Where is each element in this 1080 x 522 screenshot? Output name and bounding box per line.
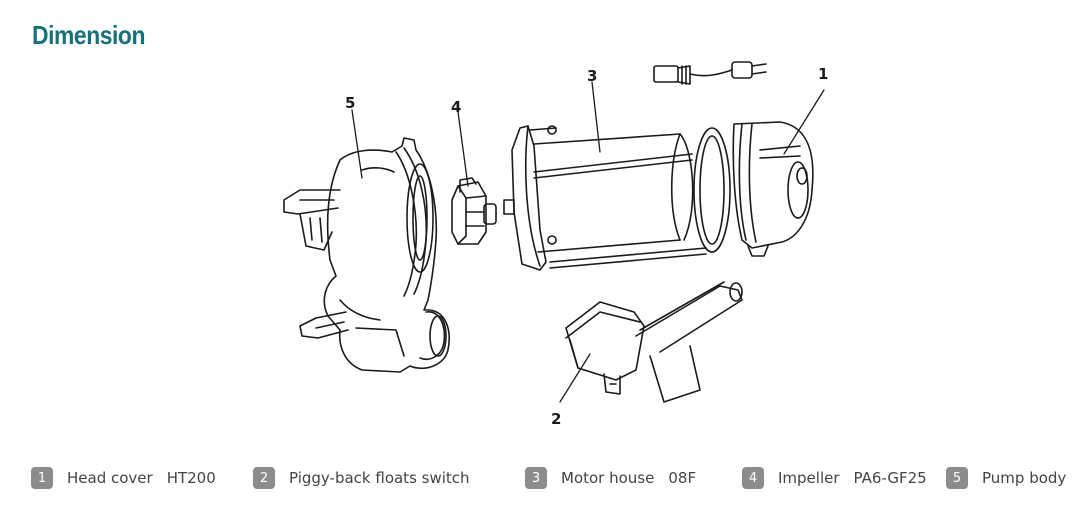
legend-number-badge: 4 xyxy=(742,467,764,489)
gasket-ring-drawing xyxy=(693,127,731,253)
legend-item-head-cover: 1 Head cover HT200 xyxy=(31,464,216,492)
legend-number-badge: 3 xyxy=(525,467,547,489)
parts-legend: 1 Head cover HT200 2 Piggy-back floats s… xyxy=(0,464,1080,492)
callout-4: 4 xyxy=(451,98,461,116)
callout-3: 3 xyxy=(587,67,597,85)
legend-item-motor-house: 3 Motor house 08F xyxy=(525,464,696,492)
legend-number-badge: 5 xyxy=(946,467,968,489)
legend-part-name: Impeller xyxy=(778,469,840,487)
callout-1: 1 xyxy=(818,65,828,83)
head-cover-drawing xyxy=(732,121,814,257)
legend-part-name: Piggy-back floats switch xyxy=(289,469,470,487)
callout-5: 5 xyxy=(345,94,355,112)
legend-item-float-switch: 2 Piggy-back floats switch xyxy=(253,464,470,492)
legend-item-impeller: 4 Impeller PA6-GF25 xyxy=(742,464,927,492)
legend-part-name: Motor house xyxy=(561,469,655,487)
leader-lines xyxy=(351,81,825,403)
float-switch-drawing xyxy=(565,281,743,403)
motor-house-drawing xyxy=(503,125,707,271)
callout-2: 2 xyxy=(551,410,561,428)
legend-part-name: Head cover xyxy=(67,469,153,487)
page-title: Dimension xyxy=(32,20,146,50)
legend-part-name: Pump body xyxy=(982,469,1067,487)
legend-part-code: HT200 xyxy=(166,469,216,487)
exploded-view-diagram: 1 2 3 4 5 xyxy=(283,61,828,428)
legend-item-pump-body: 5 Pump body xyxy=(946,464,1066,492)
legend-part-code: 08F xyxy=(668,469,697,487)
pump-body-drawing xyxy=(283,137,450,373)
legend-number-badge: 1 xyxy=(31,467,53,489)
legend-number-badge: 2 xyxy=(253,467,275,489)
impeller-drawing xyxy=(451,177,497,245)
legend-part-code: PA6-GF25 xyxy=(853,469,927,487)
power-plug-drawing xyxy=(653,61,767,85)
